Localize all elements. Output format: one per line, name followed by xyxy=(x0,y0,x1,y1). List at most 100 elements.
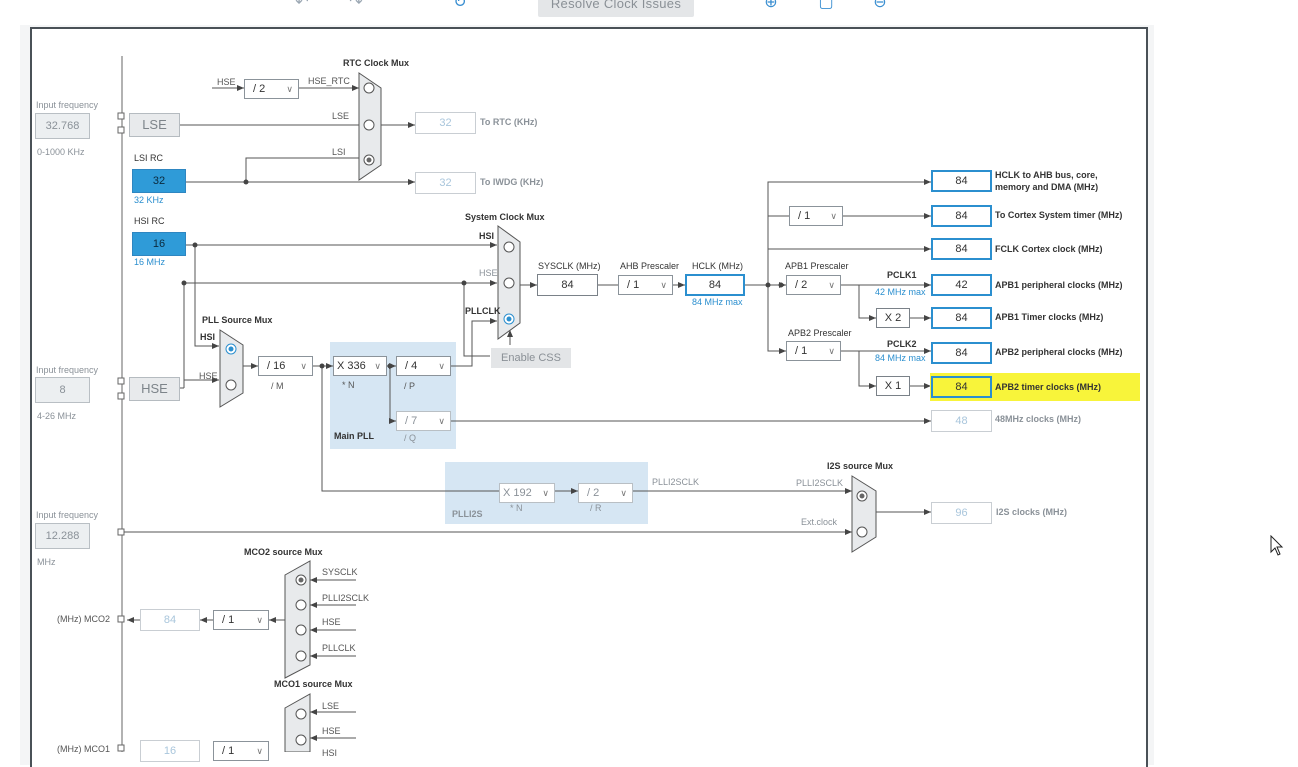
plli2s-r-divider-select[interactable]: / 2∨ xyxy=(578,483,633,503)
mco1-divider-value: / 1 xyxy=(222,745,235,757)
hsi-rc-value[interactable]: 16 xyxy=(132,232,186,256)
pll-p-divider-value: / 4 xyxy=(405,360,418,372)
zoom-in-icon[interactable]: ⊕ xyxy=(764,0,778,11)
chevron-down-icon: ∨ xyxy=(620,488,627,498)
mco2-value: 84 xyxy=(140,609,200,631)
output-apb2-peripheral-label: APB2 peripheral clocks (MHz) xyxy=(995,347,1123,357)
output-48mhz-value: 48 xyxy=(931,410,992,432)
rtc-hse-divider-value: / 2 xyxy=(253,83,266,95)
apb1-prescaler-value: / 2 xyxy=(795,279,808,291)
sysmux-pllclk-label: PLLCLK xyxy=(465,306,501,316)
chevron-down-icon: ∨ xyxy=(300,361,307,371)
pll-q-divider-select[interactable]: / 7∨ xyxy=(396,411,451,431)
sysclk-label: SYSCLK (MHz) xyxy=(538,261,601,271)
apb1-prescaler-label: APB1 Prescaler xyxy=(785,261,849,271)
output-48mhz-label: 48MHz clocks (MHz) xyxy=(995,414,1082,424)
output-fclk-value[interactable]: 84 xyxy=(931,238,992,260)
pll-n-multiplier-value: X 336 xyxy=(337,360,366,372)
resolve-clock-issues-button[interactable]: Resolve Clock Issues xyxy=(538,0,694,17)
mco2-pllclk-label: PLLCLK xyxy=(322,643,356,653)
hse-input-frequency-label: Input frequency xyxy=(36,365,99,375)
pll-n-multiplier-select[interactable]: X 336 ∨ xyxy=(333,356,387,376)
chevron-down-icon: ∨ xyxy=(374,361,381,371)
pll-m-divider-select[interactable]: / 16∨ xyxy=(258,356,313,376)
apb2-prescaler-select[interactable]: / 1∨ xyxy=(786,341,841,361)
output-apb2-timer-label: APB2 timer clocks (MHz) xyxy=(995,382,1102,392)
zoom-out-icon[interactable]: ⊖ xyxy=(873,0,887,11)
mco2-divider-select[interactable]: / 1∨ xyxy=(213,610,269,630)
plli2s-title: PLLI2S xyxy=(452,509,483,519)
chevron-down-icon: ∨ xyxy=(542,488,549,498)
pll-p-divider-select[interactable]: / 4 ∨ xyxy=(396,356,451,376)
mco1-divider-select[interactable]: / 1 ∨ xyxy=(213,741,269,761)
pll-p-label: / P xyxy=(404,381,416,391)
mco2-source-mux xyxy=(284,560,311,679)
refresh-icon[interactable]: ↻ xyxy=(453,0,467,11)
plli2s-n-multiplier-value: X 192 xyxy=(503,487,532,499)
apb1-prescaler-select[interactable]: / 2∨ xyxy=(786,275,841,295)
mco2-source-mux-title: MCO2 source Mux xyxy=(244,547,323,557)
pll-hse-label: HSE xyxy=(199,371,218,381)
lsi-rc-value[interactable]: 32 xyxy=(132,169,186,193)
hse-range-label: 4-26 MHz xyxy=(37,411,77,421)
rtc-hse-label: HSE xyxy=(217,77,236,87)
output-apb2-timer-value[interactable]: 84 xyxy=(931,376,992,398)
mco1-lse-label: LSE xyxy=(322,701,340,711)
plli2s-n-multiplier-select[interactable]: X 192 ∨ xyxy=(499,483,555,503)
apb2-prescaler-label: APB2 Prescaler xyxy=(788,328,852,338)
to-rtc-label: To RTC (KHz) xyxy=(480,117,538,127)
rtc-lsi-label: LSI xyxy=(332,147,346,157)
hsi-unit-label: 16 MHz xyxy=(134,257,166,267)
redo-icon[interactable]: ↷ xyxy=(349,0,363,11)
pclk2-max-label: 84 MHz max xyxy=(875,353,926,363)
apb2-prescaler-value: / 1 xyxy=(795,345,808,357)
rtc-hse-divider-select[interactable]: / 2∨ xyxy=(244,79,299,99)
output-cortex-timer-label: To Cortex System timer (MHz) xyxy=(995,210,1123,220)
sysmux-hse-label: HSE xyxy=(479,268,498,278)
lse-source[interactable]: LSE xyxy=(129,113,180,137)
pclk1-label: PCLK1 xyxy=(887,270,917,280)
output-hclk-ahb-label-line2: memory and DMA (MHz) xyxy=(995,182,1099,192)
mco2-hse-label: HSE xyxy=(322,617,341,627)
lse-input-frequency-label: Input frequency xyxy=(36,100,99,110)
mco2-sysclk-label: SYSCLK xyxy=(322,567,358,577)
i2s-clocks-value: 96 xyxy=(931,502,992,524)
pclk2-label: PCLK2 xyxy=(887,339,917,349)
apb2-timer-multiplier: X 1 xyxy=(876,376,910,396)
ext-input-frequency-field[interactable]: 12.288 xyxy=(35,523,90,549)
ext-unit-label: MHz xyxy=(37,557,56,567)
to-rtc-value: 32 xyxy=(415,112,476,134)
undo-icon[interactable]: ↶ xyxy=(295,0,309,11)
cortex-timer-divider-select[interactable]: / 1∨ xyxy=(789,206,843,226)
output-apb1-timer-label: APB1 Timer clocks (MHz) xyxy=(995,312,1104,322)
to-iwdg-label: To IWDG (KHz) xyxy=(480,177,544,187)
hsi-rc-title: HSI RC xyxy=(134,216,165,226)
hse-input-frequency-field[interactable]: 8 xyxy=(35,377,90,403)
ahb-prescaler-select[interactable]: / 1∨ xyxy=(618,275,673,295)
fit-icon[interactable]: ▢ xyxy=(818,0,834,11)
rtc-clock-mux-title: RTC Clock Mux xyxy=(343,58,410,68)
sysmux-hsi-label: HSI xyxy=(479,231,495,241)
output-apb1-peripheral-value[interactable]: 42 xyxy=(931,274,992,296)
output-apb1-timer-value[interactable]: 84 xyxy=(931,307,992,329)
ext-input-frequency-label: Input frequency xyxy=(36,510,99,520)
output-apb2-peripheral-value[interactable]: 84 xyxy=(931,342,992,364)
chevron-down-icon: ∨ xyxy=(660,280,667,290)
hse-source[interactable]: HSE xyxy=(129,377,180,401)
pll-source-mux-title: PLL Source Mux xyxy=(202,315,273,325)
enable-css-button[interactable]: Enable CSS xyxy=(491,348,571,368)
output-hclk-ahb-value[interactable]: 84 xyxy=(931,170,992,192)
lse-input-frequency-field[interactable]: 32.768 xyxy=(35,113,90,139)
system-clock-mux-title: System Clock Mux xyxy=(465,212,545,222)
output-hclk-ahb-label: HCLK to AHB bus, core,memory and DMA (MH… xyxy=(995,169,1098,193)
chevron-down-icon: ∨ xyxy=(438,361,445,371)
sysclk-value[interactable]: 84 xyxy=(537,274,598,296)
chevron-down-icon: ∨ xyxy=(256,746,263,756)
mco1-output-label: (MHz) MCO1 xyxy=(57,744,110,754)
output-cortex-timer-value[interactable]: 84 xyxy=(931,205,992,227)
apb1-timer-multiplier: X 2 xyxy=(876,308,910,328)
plli2sclk-label: PLLI2SCLK xyxy=(652,477,700,487)
hse-rtc-label: HSE_RTC xyxy=(308,76,350,86)
pll-m-label: / M xyxy=(271,381,284,391)
hclk-value[interactable]: 84 xyxy=(685,274,745,296)
